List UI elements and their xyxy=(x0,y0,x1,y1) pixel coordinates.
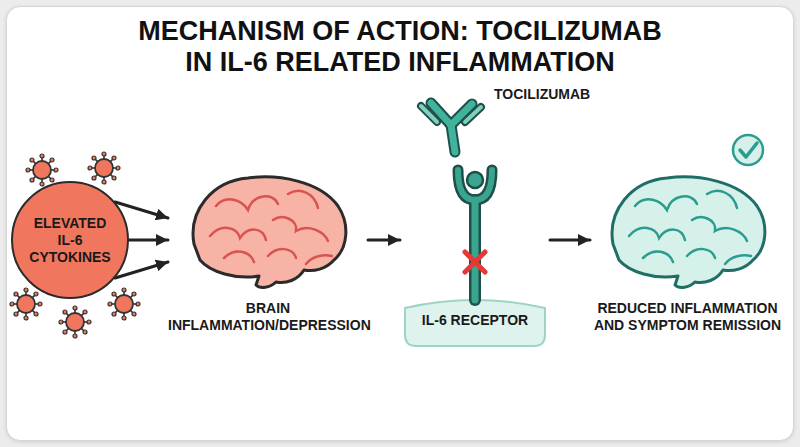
node-label: IL-6 RECEPTOR xyxy=(400,312,550,329)
diagram-title: MECHANISM OF ACTION: TOCILIZUMAB IN IL-6… xyxy=(20,16,780,78)
flow-arrow xyxy=(550,239,590,242)
antibody-symbol xyxy=(421,103,481,152)
blocked-cross xyxy=(465,252,485,272)
cytokine-circle: ELEVATED IL-6 CYTOKINES xyxy=(11,181,129,299)
inflamed-brain xyxy=(193,177,346,287)
flow-arrow xyxy=(368,239,400,242)
node-label: ELEVATED IL-6 CYTOKINES xyxy=(24,215,116,266)
receptor-symbol xyxy=(458,170,492,300)
drug-label: TOCILIZUMAB xyxy=(494,86,590,103)
flow-arrow xyxy=(129,239,168,242)
brain-node: BRAIN INFLAMMATION/DEPRESSION xyxy=(168,172,368,334)
check-badge xyxy=(733,135,763,165)
node-label: BRAIN INFLAMMATION/DEPRESSION xyxy=(168,300,368,334)
node-label: REDUCED INFLAMMATION AND SYMPTOM REMISSI… xyxy=(590,300,785,334)
brain-node: REDUCED INFLAMMATION AND SYMPTOM REMISSI… xyxy=(590,172,785,334)
receptor-node: IL-6 RECEPTOR xyxy=(400,90,550,329)
healthy-brain xyxy=(612,177,765,287)
virus-icons xyxy=(10,152,140,338)
